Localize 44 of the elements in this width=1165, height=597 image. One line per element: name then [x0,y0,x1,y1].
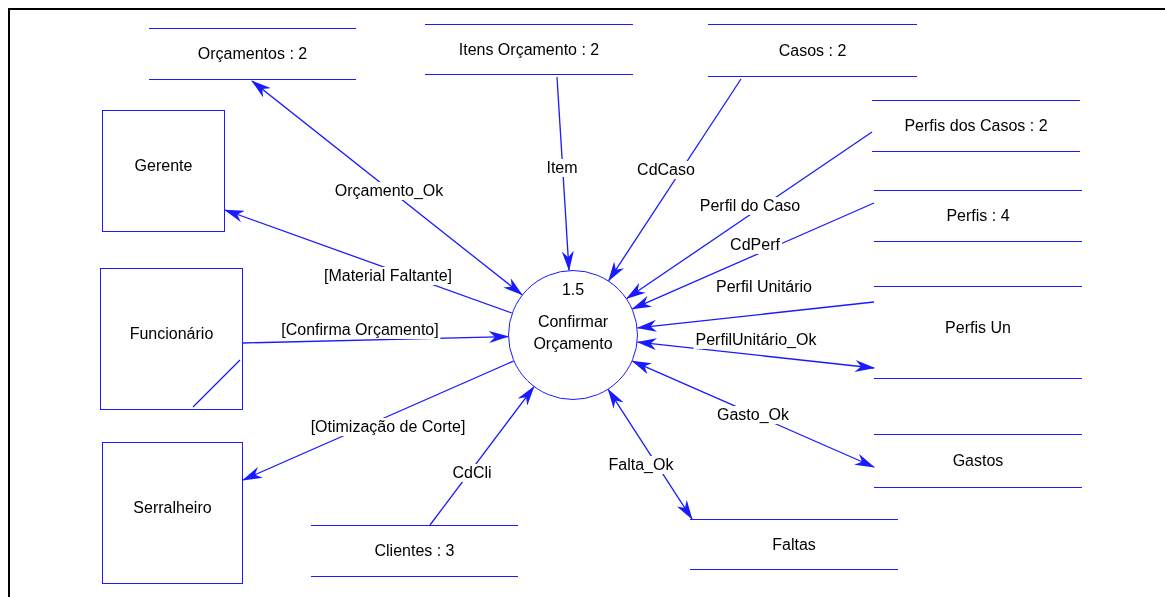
edge-label: CdPerf [728,236,782,254]
edge-label: Gasto_Ok [715,406,791,424]
store-name: Faltas [772,535,816,554]
store-name: Perfis dos Casos : 2 [904,117,1048,135]
edge-label: [Confirma Orçamento] [279,321,441,339]
entity-name: Serralheiro [133,499,212,517]
store-name: Gastos [952,452,1004,470]
data-flow-arrow [242,331,509,344]
data-flow-arrow [636,301,875,332]
data-store [872,100,1080,152]
data-store [311,525,518,577]
edge-label: PerfilUnitário_Ok [693,331,819,349]
edge-label: Falta_Ok [606,456,676,474]
external-entity-box [100,268,243,410]
external-entity-box [102,110,225,232]
store-name: Perfis : 4 [946,207,1010,225]
data-store [690,519,898,570]
data-flow-arrow [608,78,742,282]
data-store [708,24,917,77]
data-flow-arrow [625,131,873,300]
data-flow-arrow [556,76,574,272]
data-store [425,24,633,75]
edge-label: [Otimização de Corte] [308,418,468,436]
external-entity-box [102,442,243,584]
store-name: Perfis Un [945,319,1011,337]
entity-name: Funcionário [129,325,214,343]
edge-label: CdCaso [635,161,697,179]
entity-name: Gerente [134,157,193,175]
data-flow-arrow [636,338,875,372]
data-flow-arrow [251,80,523,296]
store-name: Itens Orçamento : 2 [458,40,600,59]
store-name: Casos : 2 [778,41,847,60]
edge-label: Orçamento_Ok [332,182,446,200]
data-store [874,434,1082,488]
data-flow-arrow [429,386,535,526]
edge-label: CdCli [450,464,494,482]
store-name: Clientes : 3 [374,542,455,560]
data-store [149,28,356,80]
process-number: 1.5 [561,280,585,300]
data-store [874,190,1082,242]
store-name: Orçamentos : 2 [197,45,308,63]
data-store [874,286,1082,379]
process-name: Confirmar Orçamento [532,312,614,354]
data-flow-arrow [631,202,875,310]
